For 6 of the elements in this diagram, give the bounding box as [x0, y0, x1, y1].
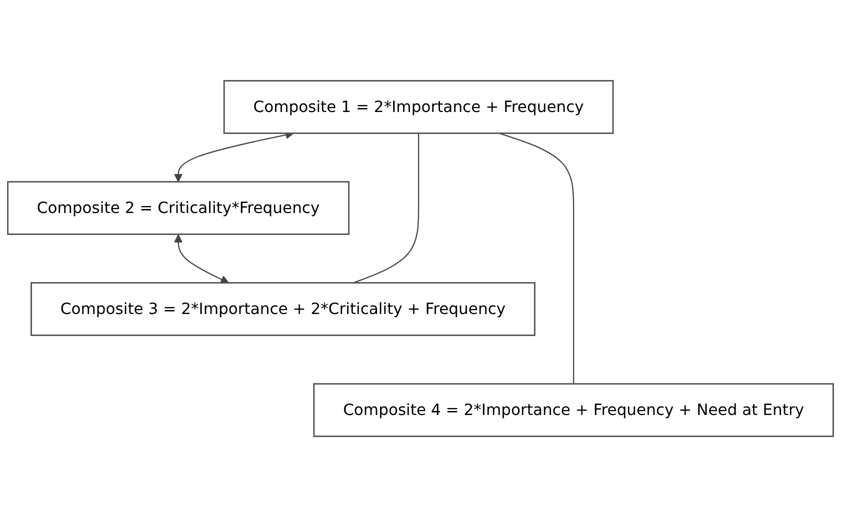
node-box: Composite 3 = 2*Importance + 2*Criticality + Frequency — [30, 282, 536, 336]
node-box: Composite 2 = Criticality*Frequency — [7, 182, 350, 236]
arrow — [174, 234, 230, 284]
connector — [353, 134, 420, 284]
node-box: Composite 1 = 2*Importance + Frequency — [223, 80, 614, 134]
node-box: Composite 4 = 2*Importance + Frequency + Need at Entry — [313, 384, 834, 438]
